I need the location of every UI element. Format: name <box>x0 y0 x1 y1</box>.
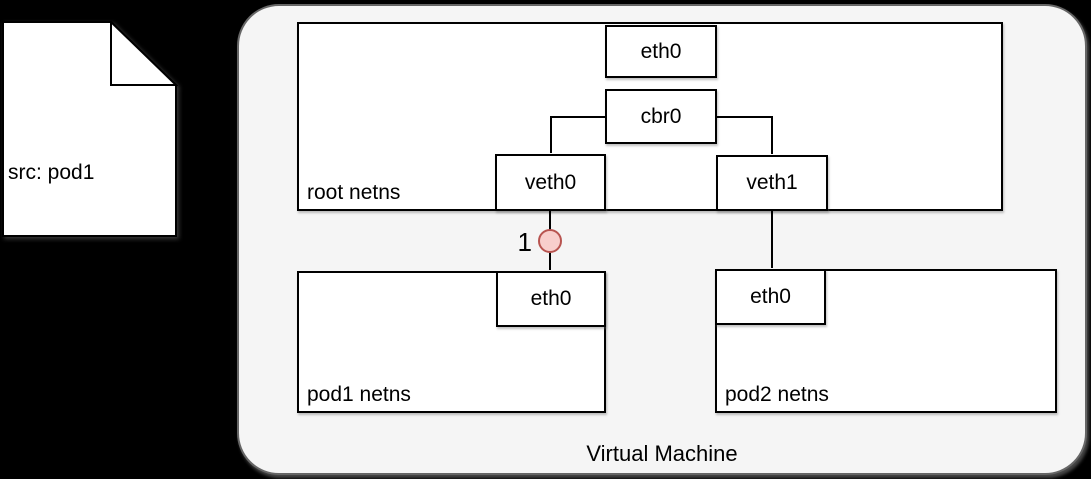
pod2-eth0-label: eth0 <box>750 285 791 308</box>
packet-note <box>2 21 178 237</box>
cbr0-label: cbr0 <box>640 104 682 128</box>
root-eth0-box: eth0 <box>605 25 717 78</box>
veth0-box: veth0 <box>495 154 606 211</box>
step-marker-label: 1 <box>517 227 532 257</box>
packet-src-line: src: pod1 <box>8 161 95 184</box>
packet-note-text: src: pod1 dst: pod2 <box>8 100 94 332</box>
pod2-netns-label: pod2 netns <box>725 383 829 406</box>
veth1-label: veth1 <box>746 171 798 194</box>
pod1-eth0-box: eth0 <box>496 271 606 327</box>
veth0-label: veth0 <box>524 170 577 194</box>
packet-dst-line: dst: pod2 <box>8 248 95 271</box>
pod1-eth0-label: eth0 <box>530 287 572 310</box>
note-fold-icon <box>110 21 178 86</box>
pod1-netns-label: pod1 netns <box>307 383 411 406</box>
veth1-box: veth1 <box>716 155 828 211</box>
cbr0-box: cbr0 <box>605 89 717 144</box>
root-netns-label: root netns <box>307 181 401 204</box>
root-eth0-label: eth0 <box>640 39 682 63</box>
vm-label: Virtual Machine <box>586 441 738 466</box>
pod2-eth0-box: eth0 <box>715 269 826 325</box>
